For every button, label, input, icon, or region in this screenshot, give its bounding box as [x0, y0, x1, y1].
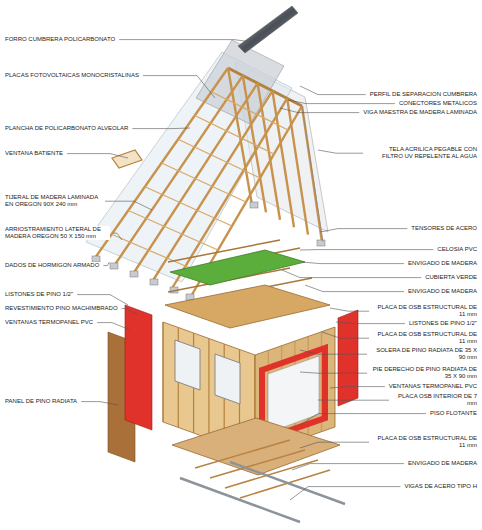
part-label: VENTANAS TERMOPANEL PVC: [388, 383, 478, 390]
purlin: [145, 187, 232, 226]
part-label: PERFIL DE SEPARACION CUMBRERA: [369, 91, 478, 98]
part-label: PLACA OSB INTERIOR DE 7 mm: [392, 393, 478, 407]
part-label: LISTONES DE PINO 1/2": [4, 291, 74, 298]
part-label: VENTANAS TERMOPANEL PVC: [4, 319, 94, 326]
purlin: [178, 139, 260, 178]
part-label: TIJERAL DE MADERA LAMINADA EN OREGON 90X…: [4, 194, 102, 208]
part-label: PISO FLOTANTE: [429, 410, 478, 417]
part-label: REVESTIMIENTO PINO MACHIMBRADO: [4, 305, 119, 312]
purlin: [162, 163, 247, 202]
leader-line: [288, 100, 395, 104]
stud: [162, 322, 163, 422]
part-label: TELA ACRILICA PEGABLE CON FILTRO UV REPE…: [366, 146, 478, 160]
part-label: SOLERA DE PINO RADIATA DE 35 X 90 mm: [370, 347, 478, 361]
part-label: CUBIERTA VERDE: [424, 274, 478, 281]
leader-line: [336, 322, 405, 324]
part-label: ENVIGADO DE MADERA: [407, 460, 478, 467]
leader-line: [113, 233, 122, 240]
part-label: PLACAS FOTOVOLTAICAS MONOCRISTALINAS: [4, 72, 140, 79]
leader-line: [280, 108, 359, 113]
part-label: CONECTORES METALICOS: [398, 100, 478, 107]
leader-line: [119, 40, 252, 42]
part-label: ENVIGADO DE MADERA: [407, 288, 478, 295]
leader-line: [318, 400, 389, 401]
part-label: DADOS DE HORMIGON ARMADO: [4, 262, 100, 269]
part-label: CELOSIA PVC: [436, 246, 478, 253]
leader-line: [122, 309, 138, 315]
rafter: [272, 91, 294, 227]
part-label: VIGA MAESTRA DE MADERA LAMINADA: [362, 109, 478, 116]
purlin: [195, 116, 274, 155]
leader-line: [81, 402, 118, 405]
stud: [208, 339, 209, 439]
leader-line: [77, 295, 128, 305]
part-label: FORRO CUMBRERA POLICARBONATO: [4, 36, 116, 43]
leader-line: [132, 128, 190, 130]
leader-line: [292, 464, 404, 470]
leader-line: [300, 442, 369, 448]
part-label: TENSORES DE ACERO: [410, 225, 478, 232]
leader-line: [302, 262, 404, 264]
leader-line: [105, 201, 152, 210]
part-label: PLACA DE OSB ESTRUCTURAL DE 11 mm: [372, 435, 478, 449]
leader-line: [300, 249, 433, 250]
part-label: ARRIOSTRAMIENTO LATERAL DE MADERA OREGON…: [4, 226, 110, 240]
part-label: VIGAS DE ACERO TIPO H: [403, 483, 478, 490]
leader-line: [300, 350, 367, 354]
leader-line: [322, 332, 369, 338]
part-label: PLACA DE OSB ESTRUCTURAL DE 11 mm: [372, 304, 478, 318]
leader-line: [305, 285, 404, 292]
rafter: [228, 68, 252, 205]
leader-line: [300, 86, 366, 95]
part-label: VENTANA BATIENTE: [4, 150, 64, 157]
part-label: PLACA DE OSB ESTRUCTURAL DE 11 mm: [372, 331, 478, 345]
leader-line: [330, 308, 369, 311]
part-label: PIE DERECHO DE PINO RADIATA DE 35 X 90 m…: [370, 366, 478, 380]
leader-line: [103, 262, 109, 266]
rafter: [302, 106, 322, 242]
part-label: PLANCHA DE POLICARBONATO ALVEOLAR: [4, 125, 129, 132]
leader-line: [318, 150, 363, 153]
leader-line: [290, 487, 400, 500]
leader-line: [143, 76, 215, 98]
purlin: [128, 211, 218, 251]
leader-line: [300, 372, 367, 373]
part-label: LISTONES DE PINO 1/2": [408, 320, 478, 327]
purlin: [211, 92, 288, 130]
leader-line: [320, 229, 407, 232]
leader-line: [97, 323, 130, 330]
leader-line: [67, 154, 128, 158]
leader-line: [300, 414, 426, 425]
leader-line: [282, 270, 421, 278]
part-label: PANEL DE PINO RADIATA: [4, 398, 78, 405]
leader-line: [330, 387, 385, 388]
part-label: ENVIGADO DE MADERA: [407, 260, 478, 267]
